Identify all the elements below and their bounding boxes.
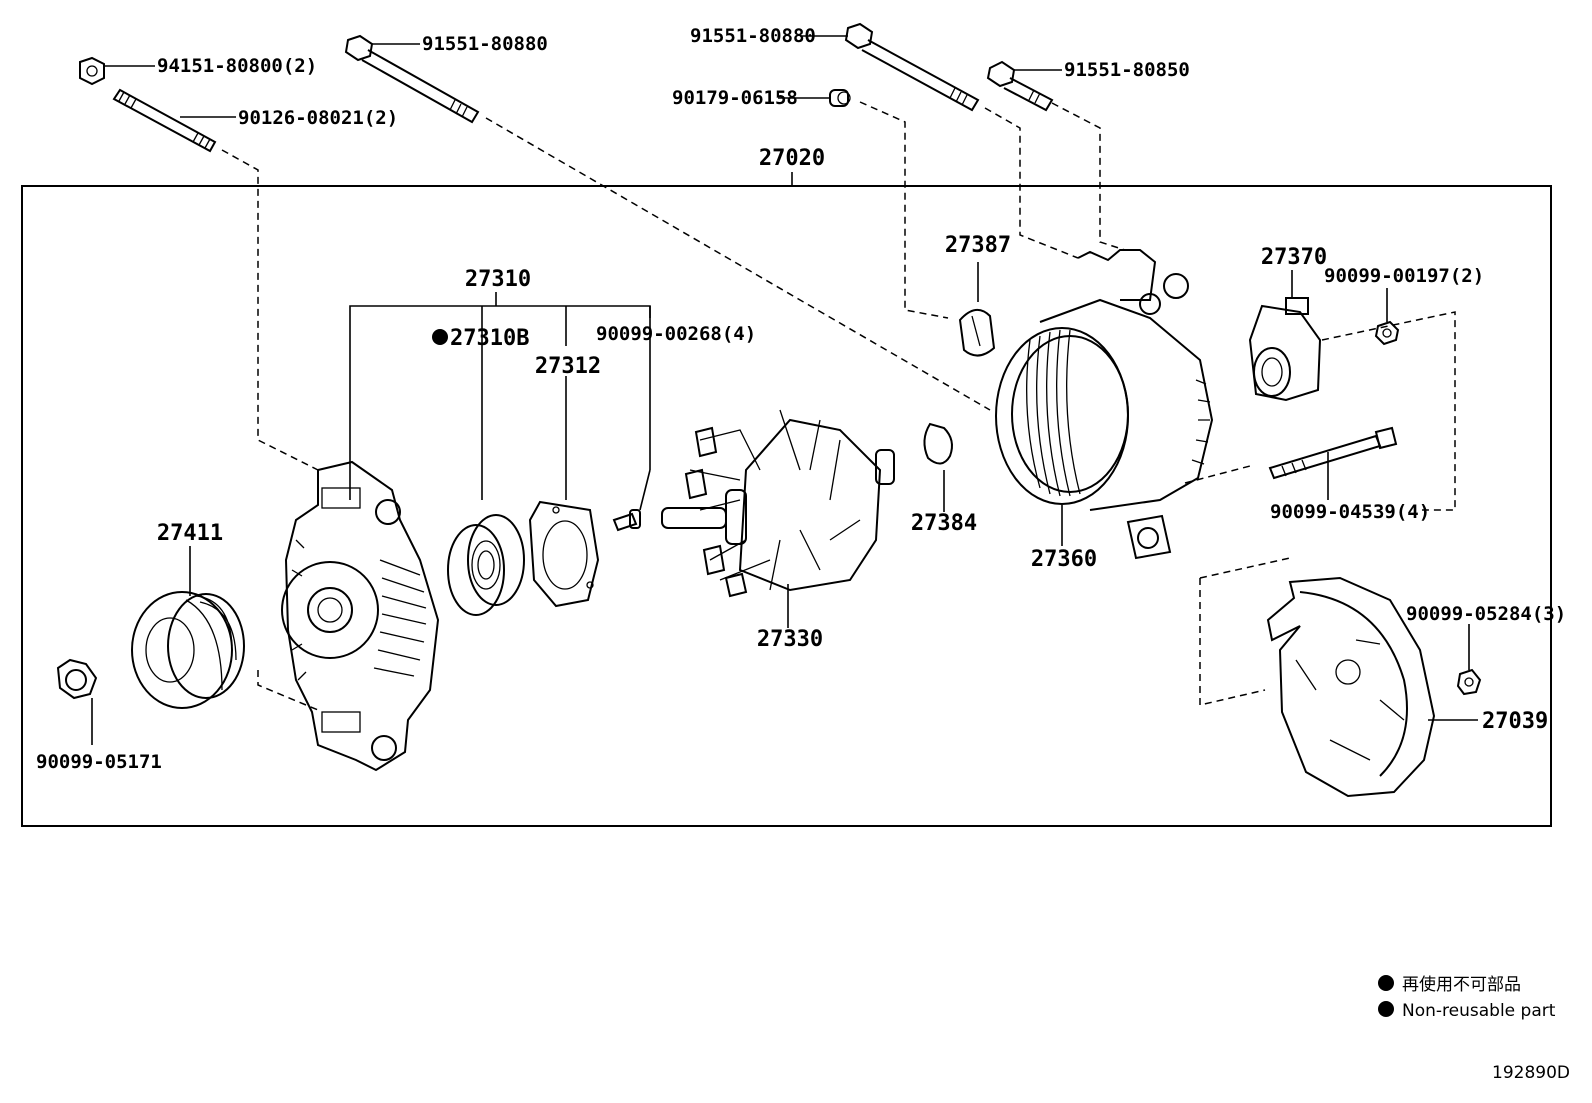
nut-90099-05284-icon — [1456, 668, 1482, 696]
nut-94151-icon — [79, 56, 105, 86]
rear-cover-27039-icon — [1266, 576, 1436, 798]
pulley-27411-icon — [131, 591, 245, 709]
legend-dot-icon — [1378, 1001, 1394, 1017]
label-27360: 27360 — [1031, 547, 1097, 572]
legend-en: Non-reusable part — [1402, 1001, 1556, 1021]
non-reusable-marker-icon — [432, 329, 448, 345]
label-27330: 27330 — [757, 627, 823, 652]
label-90179: 90179-06158 — [672, 87, 798, 109]
label-94151: 94151-80800(2) — [157, 55, 317, 77]
label-27312: 27312 — [535, 354, 601, 379]
label-27411: 27411 — [157, 521, 223, 546]
label-90099-04539: 90099-04539(4) — [1270, 501, 1430, 523]
label-27310b: 27310B — [450, 326, 529, 351]
legend-jp: 再使用不可部品 — [1402, 974, 1521, 995]
bolt-91551-a-icon — [344, 34, 480, 124]
bushing-90179-icon — [829, 89, 851, 107]
label-27384: 27384 — [911, 511, 977, 536]
label-90126: 90126-08021(2) — [238, 107, 398, 129]
drive-end-frame-icon — [281, 460, 440, 772]
figure-code: 192890D — [1492, 1063, 1570, 1083]
nut-90099-05171-icon — [56, 658, 98, 700]
label-27039: 27039 — [1482, 709, 1548, 734]
bearing-27310b-icon — [447, 514, 525, 616]
assembly-frame — [21, 185, 1552, 827]
through-bolt-90099-04539-icon — [1268, 426, 1398, 480]
label-90099-00197: 90099-00197(2) — [1324, 265, 1484, 287]
brush-holder-27370-icon — [1248, 297, 1322, 402]
label-91551-a: 91551-80880 — [422, 33, 548, 55]
label-90099-05284: 90099-05284(3) — [1406, 603, 1566, 625]
label-90099-05171: 90099-05171 — [36, 751, 162, 773]
legend: 再使用不可部品 Non-reusable part — [1378, 974, 1556, 1021]
insulator-27387-icon — [958, 309, 996, 357]
label-27387: 27387 — [945, 233, 1011, 258]
legend-dot-icon — [1378, 975, 1394, 991]
bolt-91551-b-icon — [844, 22, 980, 112]
retainer-plate-27312-icon — [528, 500, 600, 608]
spring-clip-27384-icon — [923, 422, 953, 465]
bolt-91551-c-icon — [986, 60, 1054, 112]
label-91551-b: 91551-80880 — [690, 25, 816, 47]
label-27310: 27310 — [465, 267, 531, 292]
label-27370: 27370 — [1261, 245, 1327, 270]
label-90099-00268: 90099-00268(4) — [596, 323, 756, 345]
label-91551-c: 91551-80850 — [1064, 59, 1190, 81]
assembly-number: 27020 — [759, 146, 825, 171]
screw-90099-00268-icon — [612, 509, 641, 532]
rotor-27330-icon — [661, 409, 895, 598]
screw-90099-00197-icon — [1374, 320, 1400, 346]
stator-housing-27360-icon — [995, 249, 1214, 560]
stud-bolt-90126-icon — [112, 88, 217, 153]
